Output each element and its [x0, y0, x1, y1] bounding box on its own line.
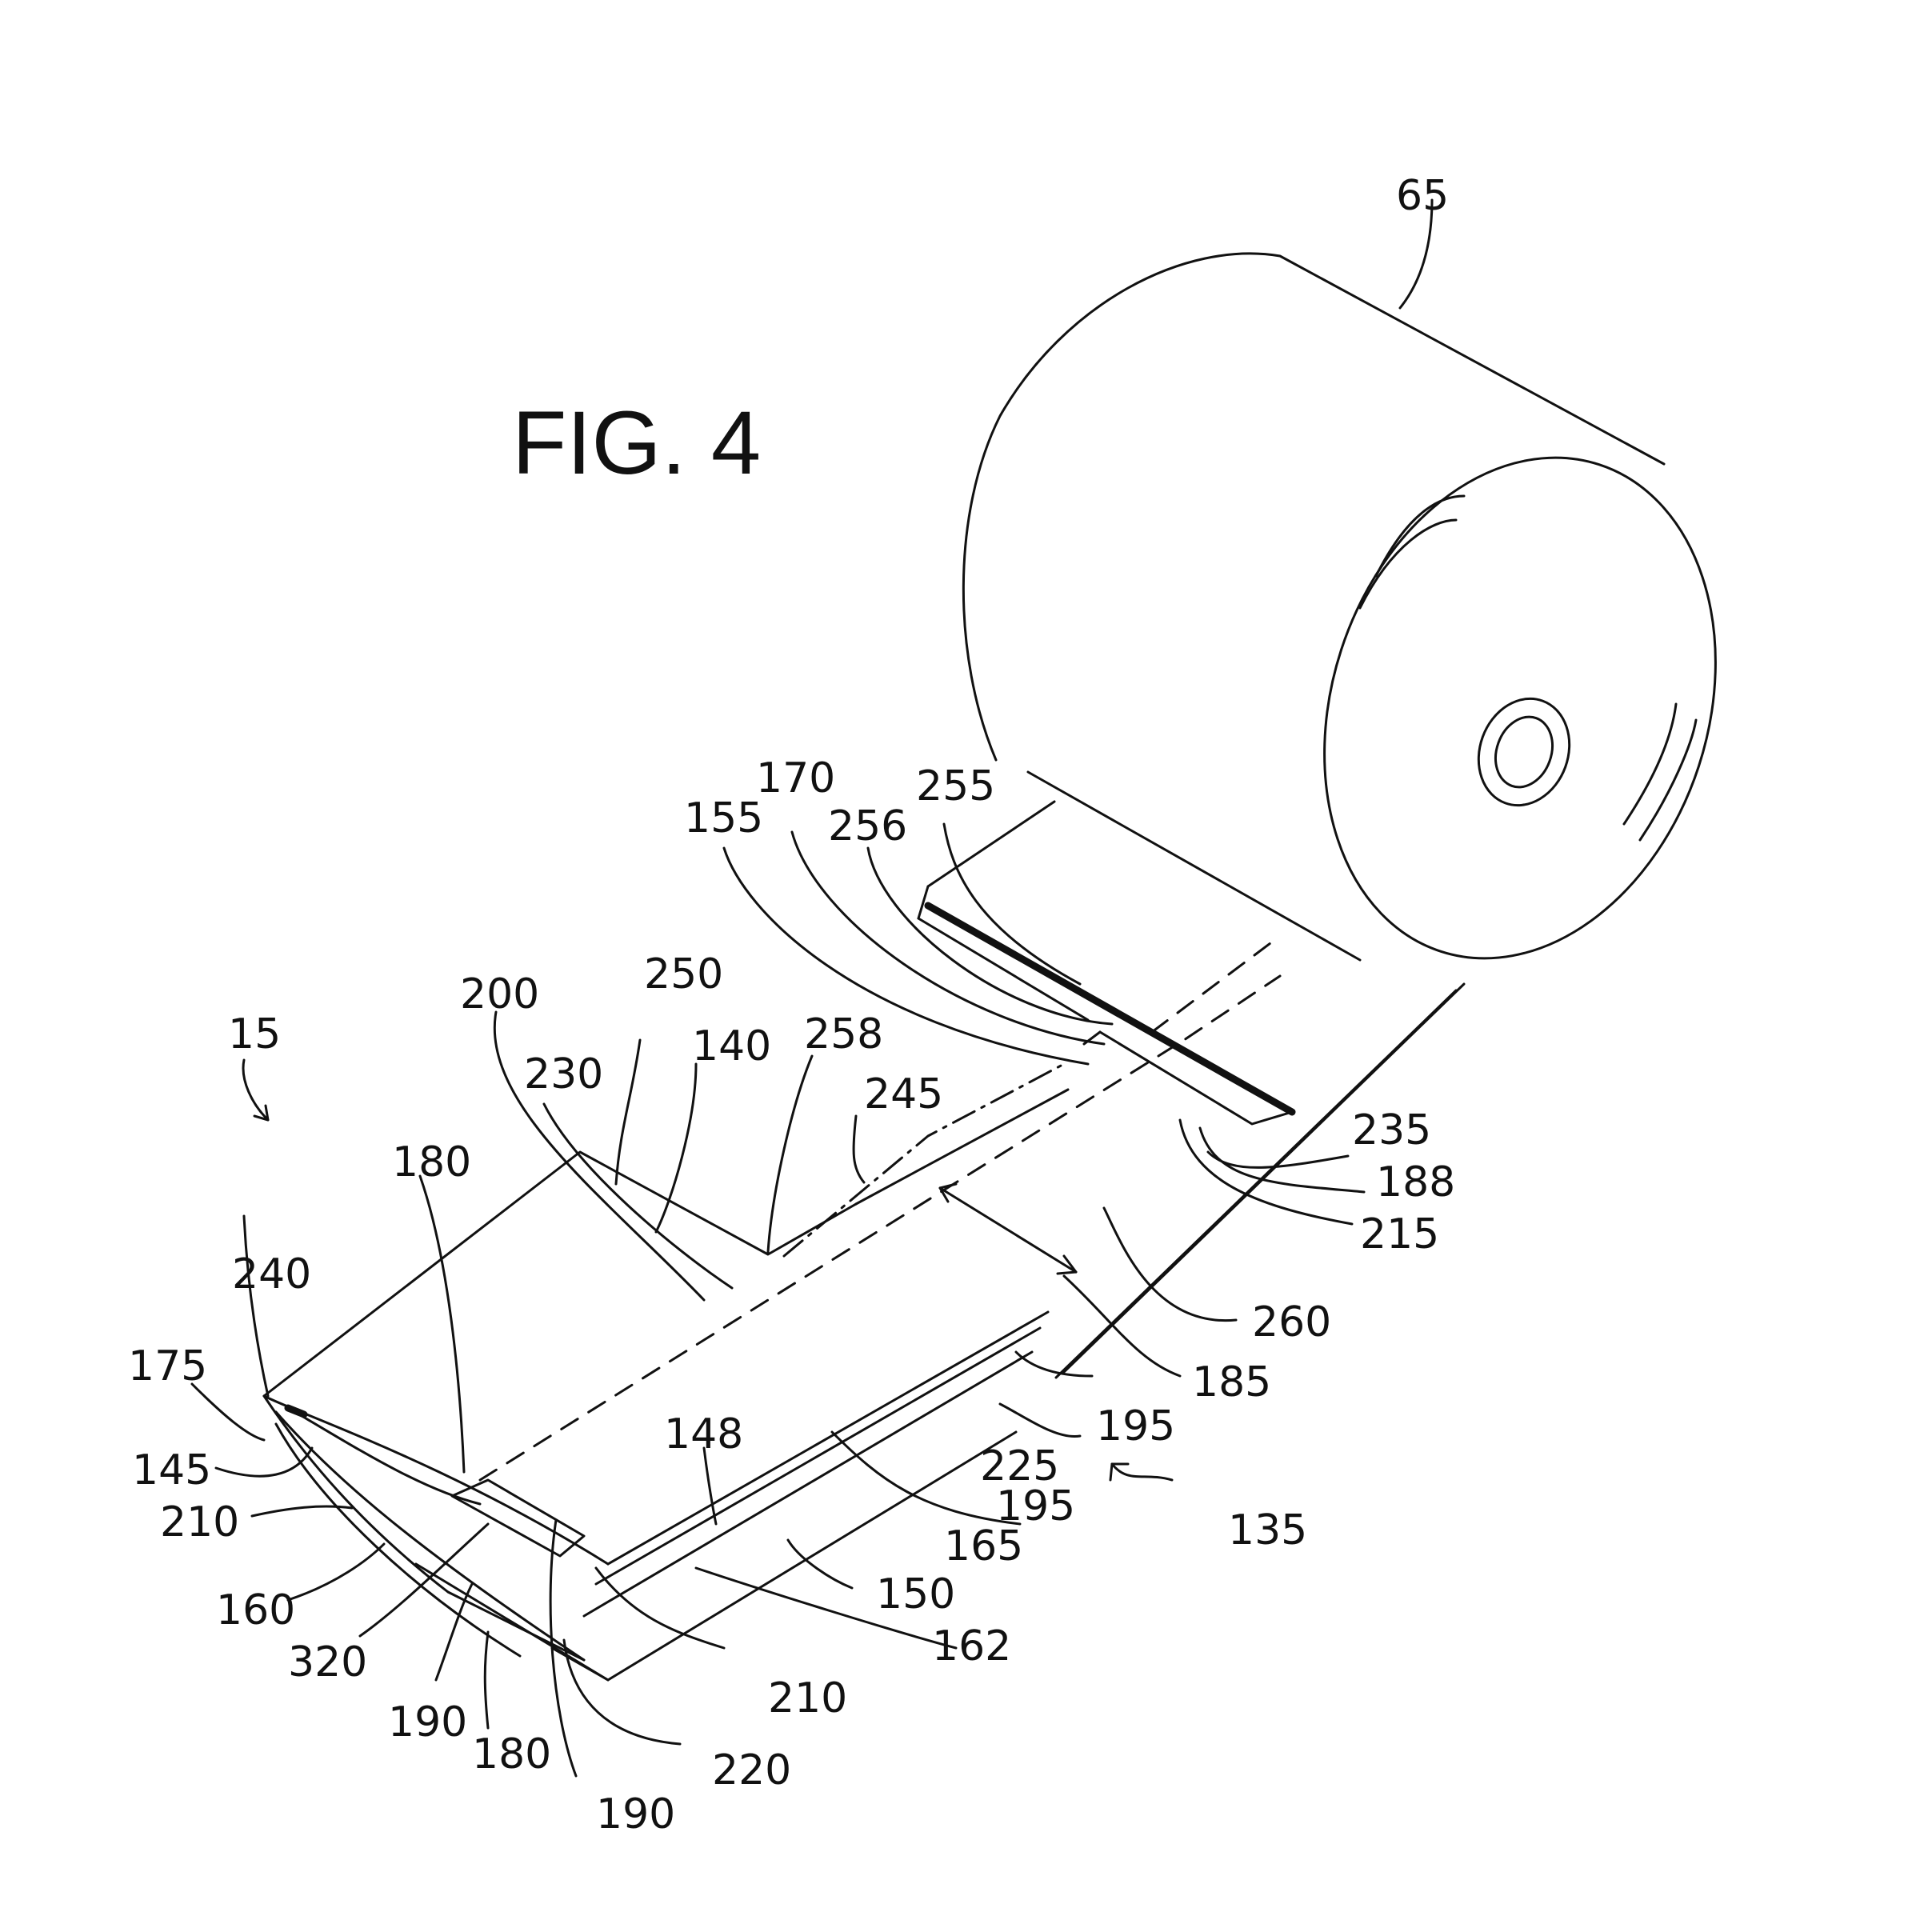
label-195-b: 195	[996, 1482, 1075, 1530]
label-320: 320	[288, 1638, 367, 1686]
label-155: 155	[684, 794, 763, 842]
label-230: 230	[524, 1050, 603, 1098]
label-190-b: 190	[596, 1790, 675, 1838]
label-148: 148	[664, 1410, 743, 1458]
label-258: 258	[804, 1010, 883, 1058]
roll	[962, 252, 1717, 962]
label-175: 175	[128, 1342, 207, 1390]
label-165: 165	[944, 1522, 1023, 1570]
label-210-a: 210	[160, 1498, 239, 1546]
label-190-a: 190	[388, 1698, 467, 1746]
label-250: 250	[644, 950, 723, 998]
label-256: 256	[828, 802, 907, 850]
label-260: 260	[1252, 1298, 1331, 1346]
label-162: 162	[932, 1622, 1011, 1670]
label-215: 215	[1360, 1210, 1439, 1258]
bag-web	[262, 800, 1466, 1682]
label-180-bottom: 180	[472, 1730, 551, 1778]
label-180-top: 180	[392, 1138, 471, 1186]
label-245: 245	[864, 1070, 943, 1118]
label-235: 235	[1352, 1106, 1431, 1154]
label-240: 240	[232, 1250, 311, 1298]
label-140: 140	[692, 1022, 771, 1070]
label-160: 160	[216, 1586, 295, 1634]
label-220: 220	[712, 1746, 791, 1794]
label-65: 65	[1396, 172, 1449, 220]
label-225: 225	[980, 1442, 1059, 1490]
label-15: 15	[228, 1010, 281, 1058]
label-150: 150	[876, 1570, 955, 1618]
label-170: 170	[756, 754, 835, 802]
label-210-b: 210	[768, 1674, 847, 1722]
reference-labels: 65 155 170 256 255 200 250 15 230 140 25…	[128, 172, 1455, 1838]
leader-lines	[190, 198, 1434, 1778]
figure-title: FIG. 4	[512, 393, 761, 493]
label-200: 200	[460, 970, 539, 1018]
label-135: 135	[1228, 1506, 1307, 1554]
label-188: 188	[1376, 1158, 1455, 1206]
label-195-a: 195	[1096, 1402, 1175, 1450]
label-255: 255	[916, 762, 995, 810]
label-145: 145	[132, 1446, 211, 1494]
reference-arrows	[242, 1058, 1174, 1482]
label-185: 185	[1192, 1358, 1271, 1406]
